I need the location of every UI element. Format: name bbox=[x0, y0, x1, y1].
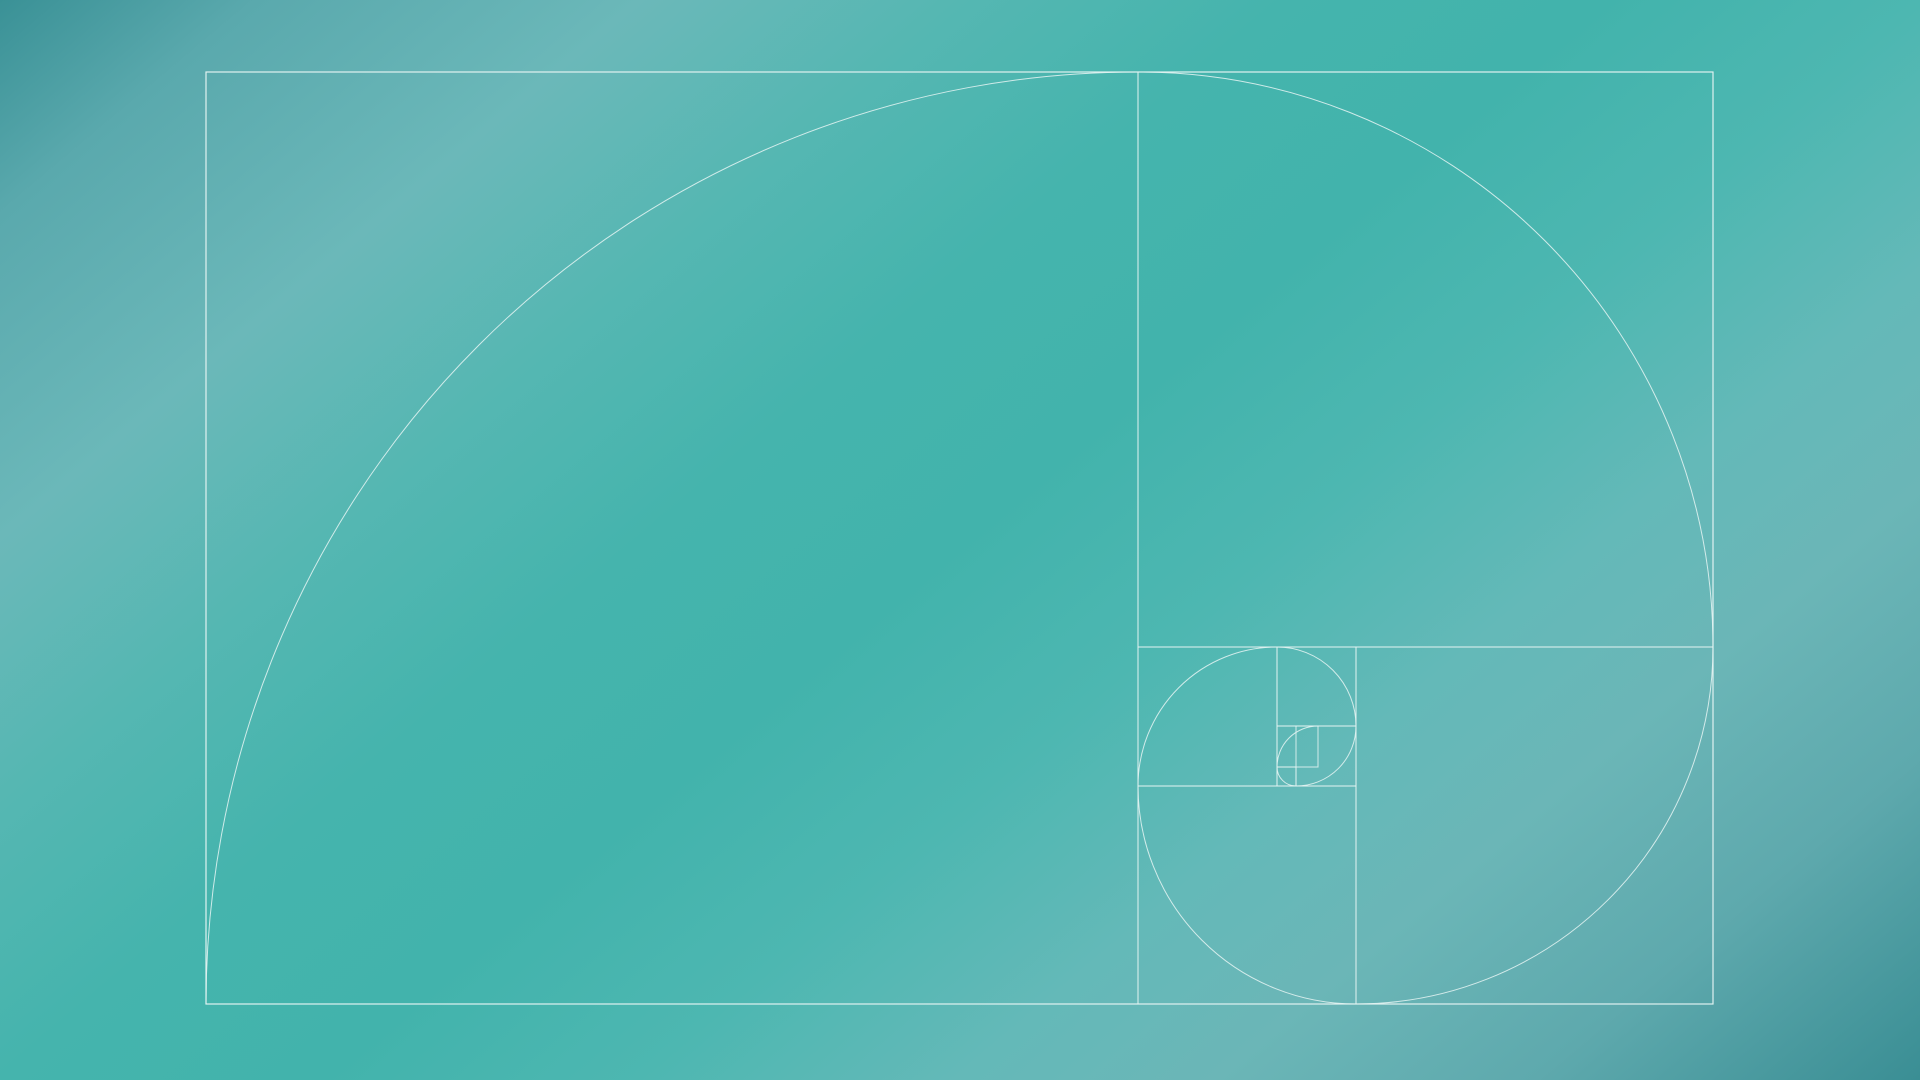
spiral-square-0 bbox=[205, 71, 1139, 1005]
spiral-arc-6 bbox=[1295, 725, 1357, 787]
spiral-arc-5 bbox=[1276, 646, 1357, 727]
spiral-square-3 bbox=[1137, 785, 1357, 1005]
golden-spiral-lines bbox=[205, 71, 1714, 1005]
spiral-square-5 bbox=[1276, 646, 1357, 727]
spiral-arc-4 bbox=[1137, 646, 1278, 787]
spiral-square-1 bbox=[1137, 71, 1714, 648]
spiral-arc-1 bbox=[1137, 71, 1714, 648]
spiral-arc-2 bbox=[1355, 646, 1714, 1005]
spiral-arc-0 bbox=[205, 71, 1139, 1005]
spiral-arc-8 bbox=[1276, 725, 1319, 768]
spiral-square-6 bbox=[1295, 725, 1357, 787]
spiral-arc-3 bbox=[1137, 785, 1357, 1005]
spiral-outer-frame bbox=[205, 71, 1714, 1005]
spiral-square-4 bbox=[1137, 646, 1278, 787]
spiral-square-8 bbox=[1276, 725, 1319, 768]
spiral-arc-7 bbox=[1276, 766, 1297, 787]
spiral-square-2 bbox=[1355, 646, 1714, 1005]
